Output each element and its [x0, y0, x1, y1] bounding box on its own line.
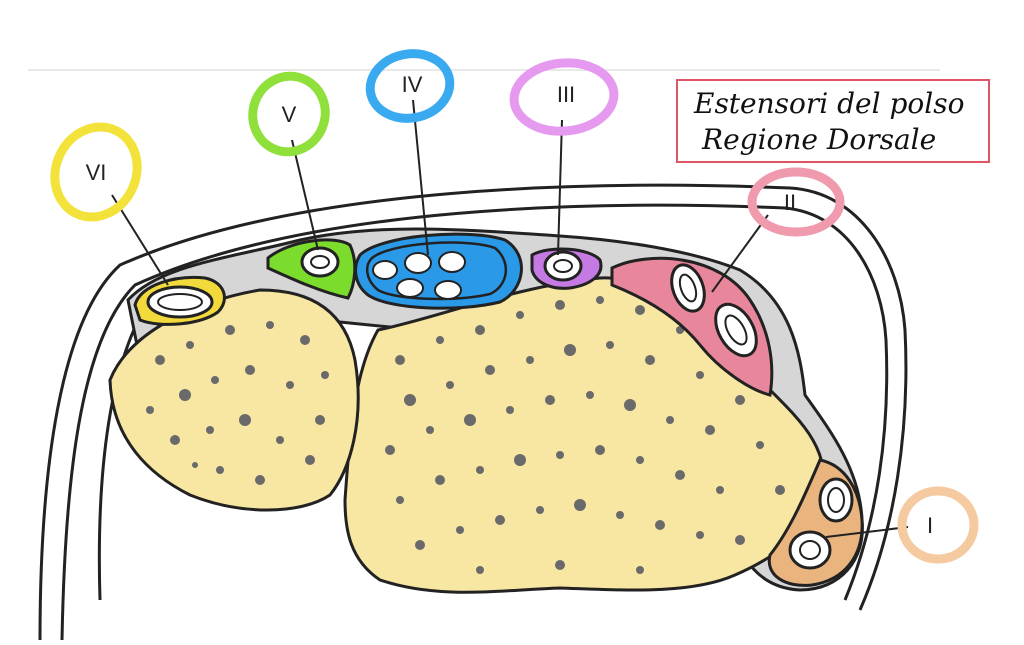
bone-pores	[146, 296, 785, 574]
ulna-bone	[108, 288, 360, 512]
label-ring-II: II	[747, 167, 845, 237]
outer-skin-contour	[38, 183, 908, 641]
label-text-III: III	[557, 82, 575, 107]
compartment-VI	[133, 275, 226, 326]
compartment-V	[266, 238, 357, 300]
label-text-IV: IV	[402, 72, 423, 97]
compartment-IV	[354, 232, 523, 310]
compartment-I	[767, 458, 864, 587]
label-text-VI: VI	[86, 160, 107, 185]
label-ring-I: I	[897, 486, 979, 564]
compartment-III	[530, 247, 603, 290]
title-line-2: Regione Dorsale	[702, 123, 937, 156]
label-ring-VI: VI	[50, 122, 142, 222]
label-text-V: V	[282, 102, 297, 127]
title-line-1: Estensori del polso	[694, 87, 965, 120]
label-text-II: II	[784, 190, 796, 215]
title-box: Estensori del polso Regione Dorsale	[676, 79, 990, 163]
label-ring-III: III	[509, 58, 619, 136]
inner-skin-contour	[60, 203, 889, 641]
label-ring-V: V	[248, 71, 330, 157]
label-text-I: I	[927, 513, 933, 538]
label-ring-IV: IV	[365, 49, 455, 123]
compartment-II	[610, 256, 774, 397]
